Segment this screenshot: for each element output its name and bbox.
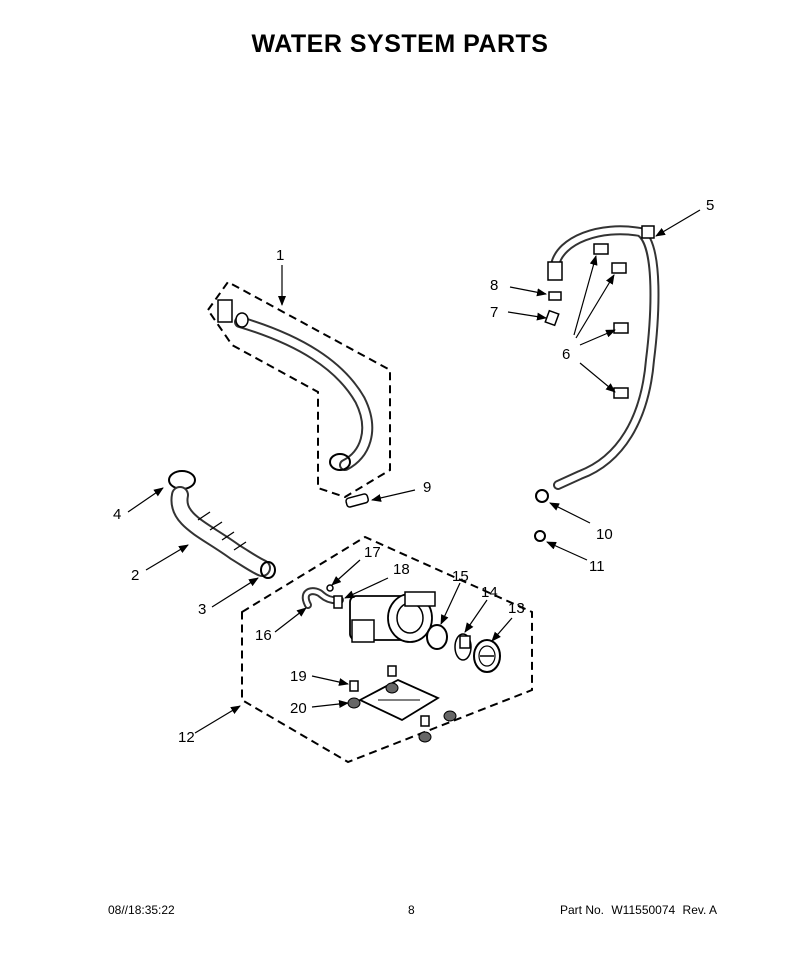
callout-7: 7 xyxy=(490,304,498,321)
page-title: WATER SYSTEM PARTS xyxy=(251,30,549,58)
part-19-screws xyxy=(349,665,430,727)
part-9-fitting xyxy=(345,493,369,508)
part-15-o-ring xyxy=(426,624,448,650)
callout-4: 4 xyxy=(113,506,121,523)
drain-hose-group xyxy=(206,280,391,499)
callout-2: 2 xyxy=(131,567,139,584)
callout-13: 13 xyxy=(508,600,525,617)
drain-hose-clamp xyxy=(329,453,351,471)
callout-9: 9 xyxy=(423,479,431,496)
tub-to-pump-hose xyxy=(168,470,276,579)
part-13-filter-cap xyxy=(473,639,501,673)
callout-12: 12 xyxy=(178,729,195,746)
callout-labels: 1 2 3 4 5 6 7 8 9 10 11 12 13 14 15 16 1… xyxy=(113,197,714,746)
revision: Rev. A xyxy=(682,903,717,917)
part-3-clamp xyxy=(260,561,276,579)
pump-assembly-boundary xyxy=(241,535,533,764)
callout-20: 20 xyxy=(290,700,307,717)
callout-5: 5 xyxy=(706,197,714,214)
pump-assembly-group xyxy=(241,535,533,764)
callout-15: 15 xyxy=(452,568,469,585)
part-7-bracket xyxy=(544,309,560,327)
footer-page-number: 8 xyxy=(408,903,415,917)
callout-3: 3 xyxy=(198,601,206,618)
callout-6: 6 xyxy=(562,346,570,363)
footer-part-info: Part No. W11550074 Rev. A xyxy=(560,903,721,917)
leader-lines xyxy=(127,209,701,734)
part-number: W11550074 xyxy=(611,903,676,917)
part-6-hose-clips xyxy=(593,243,629,399)
callout-14: 14 xyxy=(481,584,498,601)
callout-1: 1 xyxy=(276,247,284,264)
part-17-clip xyxy=(326,584,334,592)
part-14-filter xyxy=(454,633,472,661)
part-number-label: Part No. xyxy=(560,903,605,917)
callout-17: 17 xyxy=(364,544,381,561)
part-10-clamp xyxy=(535,489,549,503)
part-5-fill-hose xyxy=(547,225,660,490)
part-20-grommets xyxy=(347,682,457,743)
callout-18: 18 xyxy=(393,561,410,578)
drain-hose-boundary xyxy=(206,280,391,499)
callout-19: 19 xyxy=(290,668,307,685)
part-8-clip xyxy=(548,291,562,301)
callout-16: 16 xyxy=(255,627,272,644)
footer-date: 08//18:35:22 xyxy=(108,903,175,917)
callout-8: 8 xyxy=(490,277,498,294)
callout-10: 10 xyxy=(596,526,613,543)
part-11-clamp xyxy=(534,530,546,542)
part-18-clamp xyxy=(333,595,343,609)
drain-hose-connector xyxy=(217,299,233,323)
callout-11: 11 xyxy=(589,558,605,575)
